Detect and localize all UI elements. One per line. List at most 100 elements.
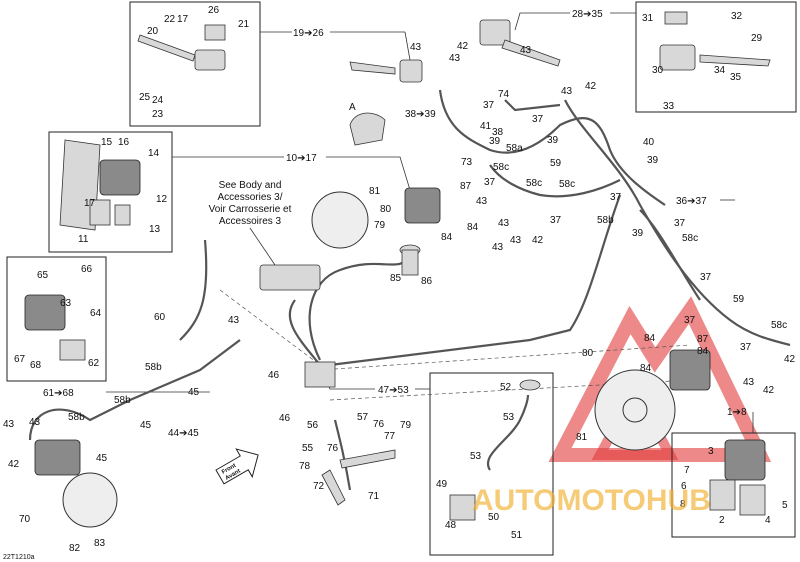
- part-label: 81: [576, 432, 588, 443]
- part-label: 58c: [771, 320, 787, 331]
- part-label: 85: [390, 273, 402, 284]
- part-label: 30: [652, 65, 664, 76]
- part-label: 84: [640, 363, 652, 374]
- part-label: 6: [681, 481, 687, 492]
- front-direction-arrow: Front Avant: [215, 448, 259, 485]
- part-label: 43: [476, 196, 488, 207]
- detail-a-label: A: [349, 102, 356, 113]
- part-label: 87: [460, 181, 472, 192]
- part-label: 37: [610, 192, 622, 203]
- part-label: 37: [550, 215, 562, 226]
- part-label: 45: [140, 420, 152, 431]
- part-label: 7: [684, 465, 690, 476]
- part-label: 50: [488, 512, 500, 523]
- part-label: 66: [81, 264, 93, 275]
- part-label: 37: [740, 342, 752, 353]
- part-label: 82: [69, 543, 81, 554]
- callout-36-37: 36➔37: [676, 196, 707, 207]
- part-label: 39: [647, 155, 659, 166]
- part-label: 58b: [68, 412, 85, 423]
- part-label: 76: [373, 419, 385, 430]
- part-label: 58c: [526, 178, 542, 189]
- part-label: 84: [644, 333, 656, 344]
- part-label: 42: [585, 81, 597, 92]
- part-label: 51: [511, 530, 523, 541]
- body-accessory-part: [259, 264, 321, 291]
- part-label: 42: [763, 385, 775, 396]
- inset-left-lever: [137, 24, 226, 71]
- part-label: 14: [148, 148, 160, 159]
- watermark-text: AUTOMOTOHUB: [472, 484, 711, 517]
- part-label: 8: [680, 499, 686, 510]
- part-label: 53: [503, 412, 515, 423]
- see-note-line-4: Accessoires 3: [219, 216, 282, 227]
- part-label: 42: [457, 41, 469, 52]
- callout-1-8: 1➔8: [727, 407, 747, 418]
- inset-rear-caliper-left: [6, 256, 107, 382]
- lower-left-brake-disc: [62, 472, 118, 528]
- group-callouts: 19➔26 28➔35 38➔39 10➔17 36➔37 61➔68 44➔4…: [43, 9, 747, 439]
- upper-left-master-cylinder: [349, 59, 423, 83]
- reservoir: [399, 244, 421, 276]
- part-label: 40: [643, 137, 655, 148]
- part-label: 43: [410, 42, 422, 53]
- part-label: 46: [279, 413, 291, 424]
- part-label: 31: [642, 13, 654, 24]
- leader-lines: [106, 12, 754, 433]
- pad-inset-caliper: [709, 439, 766, 516]
- part-number-labels: 20 22 17 26 21 25 24 23 43 42 43 43 31 3…: [3, 5, 796, 554]
- part-label: 43: [561, 86, 573, 97]
- part-label: 29: [751, 33, 763, 44]
- part-label: 65: [37, 270, 49, 281]
- part-label: 43: [743, 377, 755, 388]
- part-label: 42: [784, 354, 796, 365]
- part-label: 58b: [114, 395, 131, 406]
- part-label: 32: [731, 11, 743, 22]
- part-label: 52: [500, 382, 512, 393]
- part-label: 84: [441, 232, 453, 243]
- right-caliper: [669, 349, 711, 391]
- part-label: 43: [510, 235, 522, 246]
- see-note-line-3: Voir Carrosserie et: [209, 204, 292, 215]
- callout-61-68: 61➔68: [43, 388, 74, 399]
- part-label: 37: [700, 272, 712, 283]
- part-label: 37: [484, 177, 496, 188]
- part-label: 58b: [145, 362, 162, 373]
- inset-rear-master-cylinder: [429, 372, 554, 556]
- part-label: 58c: [493, 162, 509, 173]
- part-label: 38: [492, 127, 504, 138]
- part-label: 43: [492, 242, 504, 253]
- part-label: 83: [94, 538, 106, 549]
- upper-caliper: [404, 187, 441, 224]
- part-label: 58c: [682, 233, 698, 244]
- part-label: 80: [582, 348, 594, 359]
- part-label: 87: [697, 334, 709, 345]
- part-label: 64: [90, 308, 102, 319]
- part-label: 22: [164, 14, 176, 25]
- callout-28-35: 28➔35: [572, 9, 603, 20]
- part-label: 42: [532, 235, 544, 246]
- part-label: 43: [449, 53, 461, 64]
- part-label: 62: [88, 358, 100, 369]
- part-label: 71: [368, 491, 380, 502]
- callout-44-45: 44➔45: [168, 428, 199, 439]
- part-label: 84: [697, 346, 709, 357]
- lower-left-caliper: [34, 439, 81, 476]
- rear-master-reservoir: [519, 379, 541, 391]
- part-label: 39: [632, 228, 644, 239]
- part-label: 86: [421, 276, 433, 287]
- part-label: 73: [461, 157, 473, 168]
- part-label: 58a: [506, 143, 523, 154]
- part-label: 77: [384, 431, 396, 442]
- part-label: 3: [708, 446, 714, 457]
- part-label: 78: [299, 461, 311, 472]
- front-caliper-inset-part: [59, 139, 141, 231]
- brake-pedal-assembly: [304, 361, 396, 506]
- part-label: 63: [60, 298, 72, 309]
- part-label: 58c: [559, 179, 575, 190]
- inset-left-master-cylinder: [129, 1, 261, 127]
- part-label: 59: [550, 158, 562, 169]
- part-label: 74: [498, 89, 510, 100]
- part-label: 60: [154, 312, 166, 323]
